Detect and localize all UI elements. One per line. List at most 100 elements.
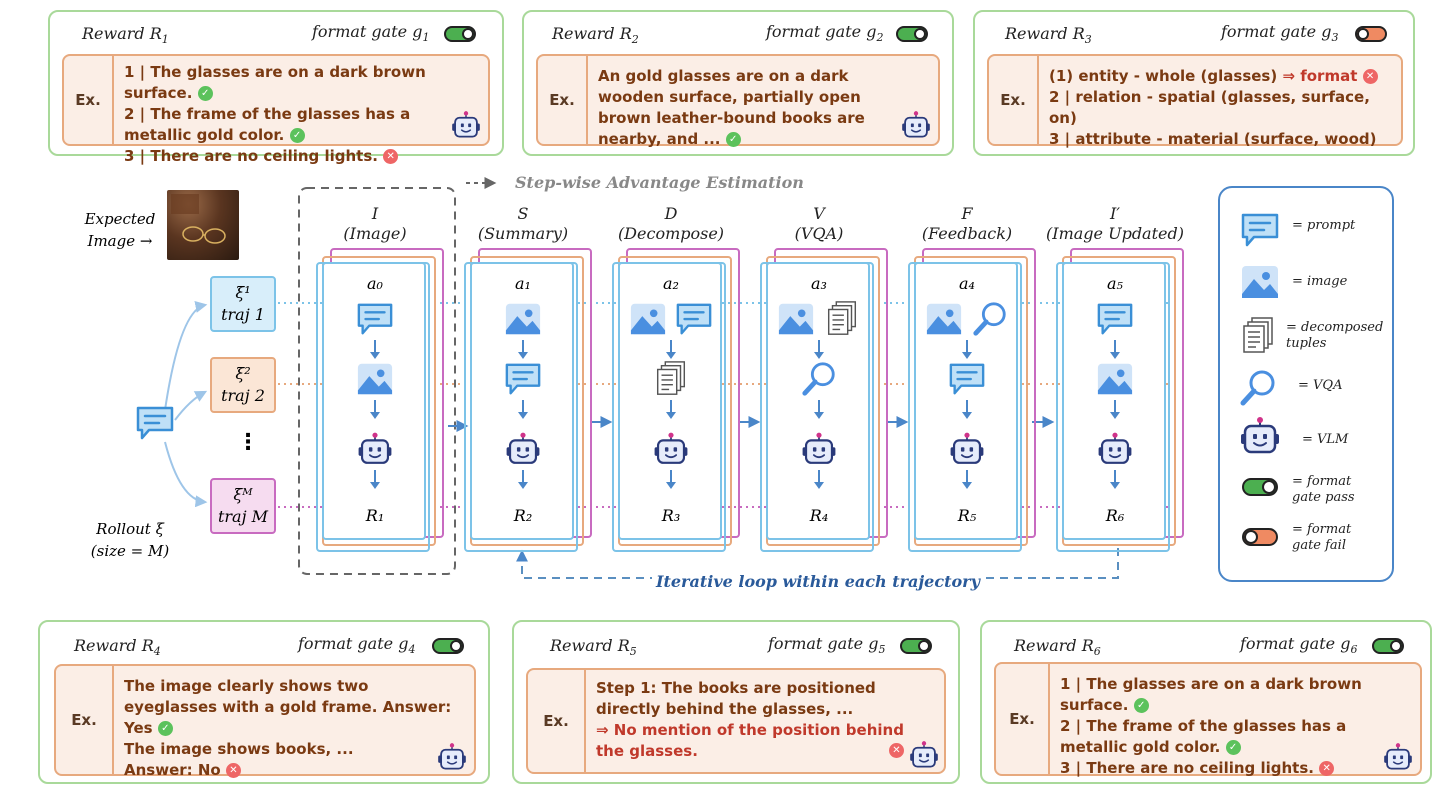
- stage-symbol: F: [961, 204, 973, 223]
- tuples-icon: [652, 360, 690, 398]
- prompt-icon: [675, 300, 713, 338]
- toggle-pass-icon: [1372, 638, 1404, 654]
- example-box: Ex. The image clearly shows two eyeglass…: [54, 664, 476, 779]
- cross-icon: ✕: [1319, 761, 1335, 776]
- ex-label: Ex.: [996, 664, 1050, 774]
- down-arrow-icon: [666, 470, 676, 489]
- down-arrow-icon: [370, 340, 380, 359]
- example-text: An gold glasses are on a dark wooden sur…: [598, 67, 865, 148]
- robot-icon: [1096, 430, 1134, 468]
- toggle-pass-icon: [432, 638, 464, 654]
- rollout-label: Rollout ξ(size = M): [90, 520, 170, 560]
- check-icon: ✓: [157, 721, 173, 736]
- magnifier-icon: [1238, 368, 1278, 408]
- stage-reward-label: R₃: [661, 506, 681, 525]
- stage-name: (Decompose): [617, 224, 725, 243]
- action-label: a₀: [367, 274, 383, 293]
- stage-label: S(Summary): [446, 204, 600, 244]
- prompt-icon: [948, 360, 986, 398]
- robot-icon: [652, 430, 690, 468]
- robot-icon: [1238, 416, 1282, 456]
- tuples-icon: [823, 300, 861, 338]
- stage-label: I(Image): [298, 204, 452, 244]
- reward-title: Reward R5: [550, 636, 637, 659]
- down-arrow-icon: [518, 340, 528, 359]
- stage-symbol: I′: [1110, 204, 1120, 223]
- stage-label: F(Feedback): [890, 204, 1044, 244]
- expected-image: [167, 190, 239, 260]
- toggle-pass-icon: [444, 26, 476, 42]
- toggle-fail-icon: [1242, 528, 1278, 546]
- stage-name: (Feedback): [921, 224, 1013, 243]
- reward-title: Reward R3: [1005, 24, 1092, 47]
- ex-label: Ex.: [56, 666, 114, 774]
- legend-tuples: = decomposed tuples: [1286, 320, 1384, 351]
- robot-icon: [908, 740, 940, 770]
- legend: = prompt = image = decomposed tuples = V…: [1218, 186, 1394, 582]
- cross-icon: ✕: [383, 149, 399, 164]
- check-icon: ✓: [1225, 740, 1241, 755]
- cross-icon: ✕: [889, 743, 904, 758]
- down-arrow-icon: [1110, 340, 1120, 359]
- down-arrow-icon: [1110, 400, 1120, 419]
- stage-symbol: V: [813, 204, 825, 223]
- image-icon: [925, 300, 963, 338]
- down-arrow-icon: [666, 340, 676, 359]
- stage-name: (Image Updated): [1046, 224, 1184, 243]
- example-text: The image clearly shows two eyeglasses w…: [124, 677, 452, 779]
- format-gate-label: format gate g4: [298, 634, 416, 657]
- cross-icon: ✕: [225, 763, 241, 778]
- example-text: 1 | The glasses are on a dark brown surf…: [1060, 675, 1362, 777]
- robot-icon: [1382, 742, 1414, 772]
- stage-reward-label: R₄: [809, 506, 829, 525]
- example-box: Ex. Step 1: The books are positioned dir…: [526, 668, 946, 774]
- legend-gate-pass: = format gate pass: [1292, 474, 1355, 505]
- image-icon: [1096, 360, 1134, 398]
- reward-card-2: Reward R2 format gate g2 Ex. An gold gla…: [522, 10, 954, 156]
- example-text: (1) entity - whole (glasses) ⇒ format ✕ …: [1049, 67, 1378, 148]
- tuples-icon: [1240, 316, 1276, 356]
- check-icon: ✓: [197, 86, 213, 101]
- stage-symbol: D: [664, 204, 678, 223]
- step-wise-label: Step-wise Advantage Estimation: [515, 173, 804, 192]
- down-arrow-icon: [370, 400, 380, 419]
- ex-label: Ex.: [538, 56, 588, 144]
- down-arrow-icon: [962, 470, 972, 489]
- robot-icon: [356, 430, 394, 468]
- action-label: a₅: [1107, 274, 1123, 293]
- legend-prompt: = prompt: [1292, 218, 1356, 233]
- reward-title: Reward R6: [1014, 636, 1101, 659]
- ex-label: Ex.: [989, 56, 1039, 144]
- down-arrow-icon: [370, 470, 380, 489]
- toggle-pass-icon: [1242, 478, 1278, 496]
- image-icon: [1240, 264, 1280, 300]
- example-box: Ex. (1) entity - whole (glasses) ⇒ forma…: [987, 54, 1403, 148]
- check-icon: ✓: [289, 128, 305, 143]
- cross-icon: ✕: [1362, 69, 1378, 84]
- legend-vlm: = VLM: [1302, 432, 1349, 447]
- stage-label: D(Decompose): [594, 204, 748, 244]
- stage-symbol: S: [517, 204, 529, 223]
- reward-card-3: Reward R3 format gate g3 Ex. (1) entity …: [973, 10, 1415, 156]
- legend-gate-fail: = format gate fail: [1292, 522, 1352, 553]
- action-label: a₃: [811, 274, 827, 293]
- action-label: a₁: [515, 274, 531, 293]
- format-gate-label: format gate g5: [768, 634, 886, 657]
- prompt-icon: [504, 360, 542, 398]
- magnifier-icon: [971, 300, 1009, 338]
- example-text: Step 1: The books are positioned directl…: [596, 679, 904, 760]
- format-gate-label: format gate g6: [1240, 634, 1358, 657]
- check-icon: ✓: [725, 132, 741, 147]
- reward-title: Reward R4: [74, 636, 161, 659]
- action-label: a₂: [663, 274, 679, 293]
- glasses-picture: [171, 194, 226, 244]
- down-arrow-icon: [814, 340, 824, 359]
- magnifier-icon: [800, 360, 838, 398]
- stage-label: V(VQA): [742, 204, 896, 244]
- example-box: Ex. An gold glasses are on a dark wooden…: [536, 54, 940, 148]
- stage-name: (VQA): [794, 224, 844, 243]
- stage-name: (Summary): [477, 224, 569, 243]
- down-arrow-icon: [814, 470, 824, 489]
- legend-image: = image: [1292, 274, 1348, 289]
